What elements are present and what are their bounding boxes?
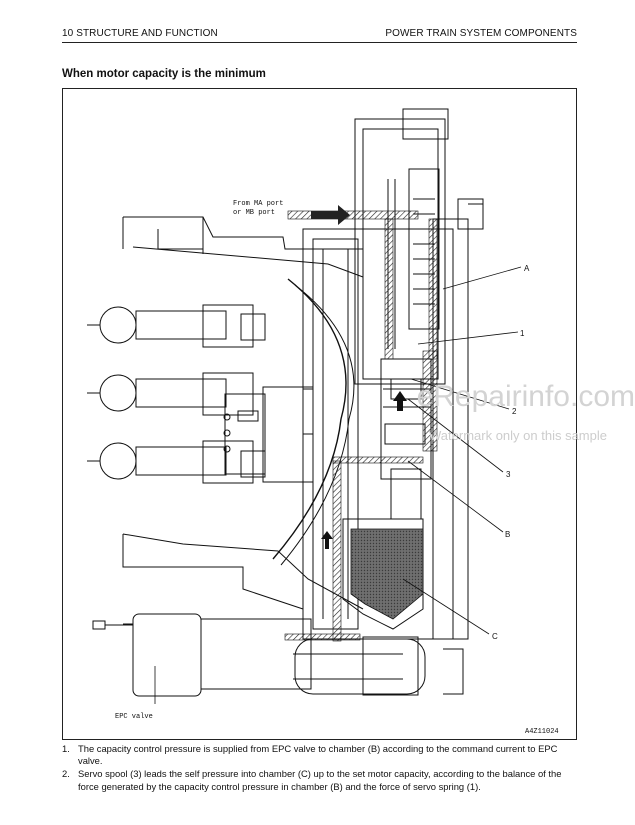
- page-header: 10 STRUCTURE AND FUNCTION POWER TRAIN SY…: [62, 26, 577, 43]
- step-number: 1.: [62, 743, 70, 754]
- callout-3: 3: [506, 470, 511, 479]
- header-chapter: 10 STRUCTURE AND FUNCTION: [62, 28, 218, 39]
- step-number: 2.: [62, 768, 70, 780]
- section-title: When motor capacity is the minimum: [62, 68, 266, 80]
- epc-valve-label: EPC valve: [115, 713, 153, 721]
- left-wall-hatch: [384, 218, 394, 360]
- header-section: POWER TRAIN SYSTEM COMPONENTS: [385, 28, 577, 39]
- list-item: 1. The capacity control pressure is supp…: [62, 743, 577, 767]
- callout-c: C: [492, 632, 498, 641]
- epc-passage-hatch: [284, 633, 361, 641]
- flow-arrow-icon: [311, 205, 350, 225]
- chamber-c-fill: [350, 528, 424, 620]
- motor-cutaway-drawing: From MA port or MB port A 1 2 3 B C EPC …: [87, 108, 559, 736]
- right-wall-hatch: [428, 218, 438, 360]
- explanation-list: 1. The capacity control pressure is supp…: [62, 743, 577, 794]
- figure-code: A4Z11024: [525, 728, 559, 736]
- port-passage-hatch: [287, 210, 419, 220]
- callout-a: A: [524, 264, 530, 273]
- spool-bore-hatch: [422, 350, 438, 452]
- callout-2: 2: [512, 407, 517, 416]
- step-text: The capacity control pressure is supplie…: [78, 743, 558, 767]
- from-port-label-1: From MA port: [233, 200, 283, 208]
- chamber-arrow-icon: [321, 531, 333, 549]
- list-item: 2. Servo spool (3) leads the self pressu…: [62, 768, 577, 792]
- callout-1: 1: [520, 329, 525, 338]
- from-port-label-2: or MB port: [233, 209, 275, 217]
- spool-arrow-icon: [393, 391, 407, 411]
- callout-b: B: [505, 530, 510, 539]
- chamber-b-hatch: [332, 456, 424, 464]
- lower-wall-hatch: [332, 460, 342, 642]
- step-text: Servo spool (3) leads the self pressure …: [78, 768, 562, 792]
- cross-section-figure: From MA port or MB port A 1 2 3 B C EPC …: [62, 88, 577, 740]
